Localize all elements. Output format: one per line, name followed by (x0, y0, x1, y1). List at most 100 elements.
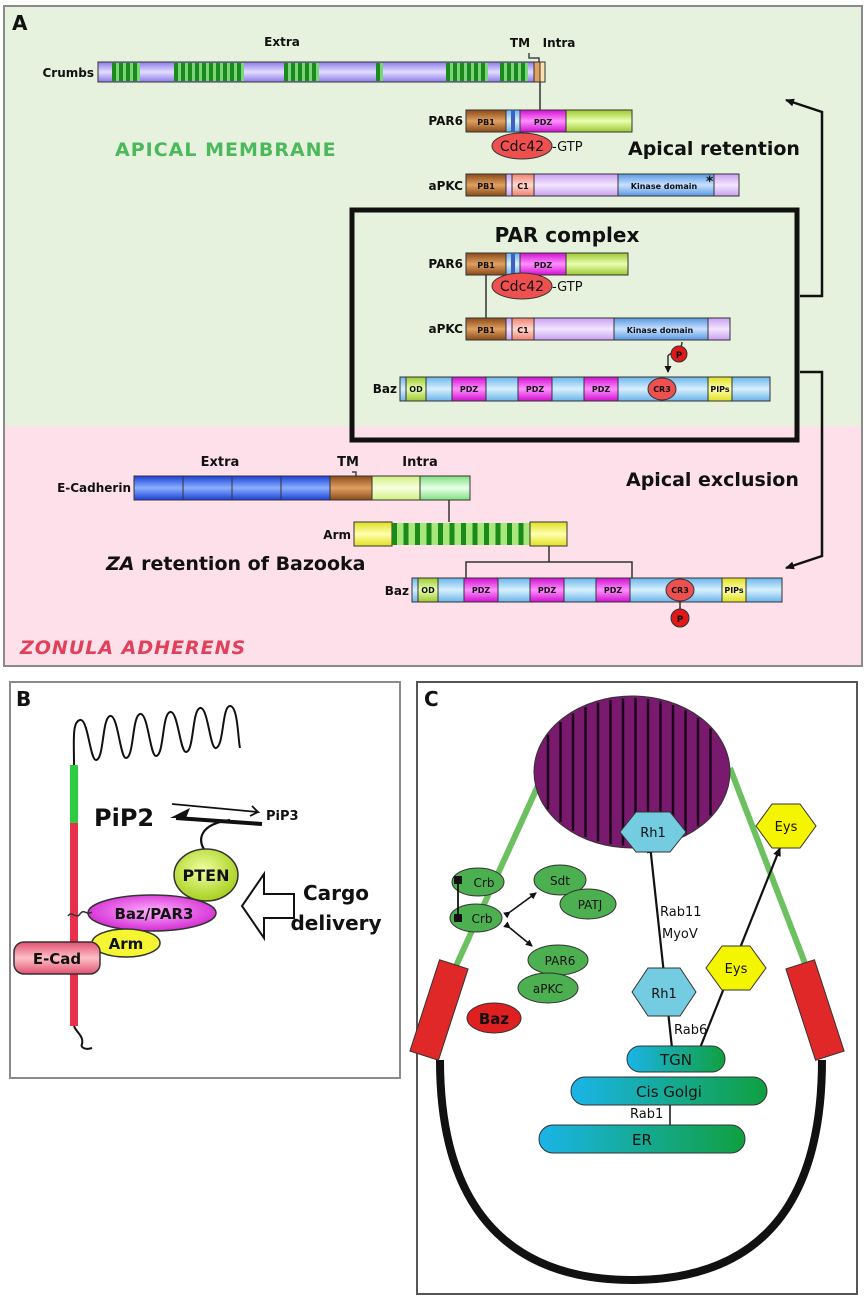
baz-bottom-pips-label: PIPs (724, 586, 744, 595)
egf-repeat (460, 63, 464, 81)
panel-a-letter: A (12, 11, 28, 35)
arm-repeat (392, 523, 397, 545)
egf-repeat-highlight (288, 63, 291, 81)
egf-repeat (298, 63, 302, 81)
intracellular-segment (70, 823, 78, 1026)
arm-repeat (484, 523, 489, 545)
za-retention-rest: retention of Bazooka (134, 553, 365, 575)
tgn-organelle (626, 1045, 726, 1073)
crb-dimer-cap-top (454, 876, 462, 884)
arm-repeat (426, 523, 432, 545)
ecad-tm-label: TM (337, 455, 359, 470)
ecad-label-b: E-Cad (33, 950, 81, 968)
pip3-to-pip2-arrowhead (170, 808, 190, 818)
apkc-complex-ctail (707, 317, 731, 341)
egf-repeat-highlight (457, 63, 460, 81)
cargo-delivery-arrow (240, 870, 295, 942)
baz-complex-pdz1 (451, 376, 487, 402)
arm-repeat-highlight (500, 523, 507, 545)
par6-top-ctail (565, 109, 633, 133)
ecad-cadherin-repeat-4 (280, 475, 331, 501)
apkc-top-hinge (533, 173, 619, 197)
par6-top-pb1-label: PB1 (477, 118, 495, 127)
ecad-cadherin-repeat-1 (133, 475, 184, 501)
egf-repeat-highlight (485, 63, 488, 81)
egf-repeat (500, 63, 504, 81)
egf-repeat (230, 63, 234, 81)
egf-repeat (202, 63, 206, 81)
ecad-protein-b (13, 941, 101, 975)
eys-mid-label: Eys (725, 962, 748, 977)
egf-repeat-highlight (123, 63, 126, 81)
pten-label: PTEN (183, 866, 230, 885)
cargo-label-line2: delivery (290, 911, 381, 935)
cdc42-top-shape (491, 132, 553, 160)
zonula-adherens-region (4, 426, 862, 666)
baz-bottom-od (417, 577, 439, 603)
cis-golgi-organelle (570, 1076, 768, 1106)
crumbs-intracellular (539, 61, 546, 83)
zonula-adherens-label: ZONULA ADHERENS (19, 637, 246, 659)
arm-repeats (392, 523, 530, 545)
egf-repeat-highlight (295, 63, 298, 81)
baz-complex-pdz2-label: PDZ (526, 385, 545, 394)
apkc-complex-hinge (533, 317, 615, 341)
apical-membrane-label: APICAL MEMBRANE (115, 139, 337, 161)
rh1-hexagon-mid (631, 967, 697, 1017)
arm-repeat-highlight (420, 523, 427, 545)
par6-complex-pb1-label: PB1 (477, 261, 495, 270)
rab6-label: Rab6 (674, 1023, 707, 1038)
panel-b-letter: B (16, 687, 31, 711)
baz-bottom-cr3-label: CR3 (671, 586, 689, 595)
egf-repeat (507, 63, 511, 81)
patj-protein (559, 888, 617, 920)
par6-top-linker-stripe (511, 110, 515, 132)
egf-repeat (481, 63, 485, 81)
panel-a-border (3, 5, 863, 667)
rh1-mid-label: Rh1 (651, 987, 677, 1002)
er-label: ER (632, 1131, 652, 1149)
egf-repeat-highlight (471, 63, 474, 81)
arm-repeat (438, 523, 443, 545)
egf-repeat-highlight (241, 63, 244, 81)
baz-complex-pdz1-label: PDZ (460, 385, 479, 394)
egf-repeat (312, 63, 316, 81)
egf-repeat (181, 63, 185, 81)
par6-label-c: PAR6 (545, 954, 576, 968)
egf-repeat-highlight (478, 63, 481, 81)
apkc-top-star: * (706, 174, 714, 190)
egf-repeat-highlight (464, 63, 467, 81)
arm-baz-bracket (465, 561, 633, 578)
rh1-hexagon-top (619, 811, 687, 853)
egf-repeat-highlight (213, 63, 216, 81)
apkc-top-kinase-label: Kinase domain (631, 182, 698, 191)
par6-top-label: PAR6 (428, 114, 463, 128)
ecad-extra-label: Extra (201, 455, 240, 470)
arm-repeat-highlight (512, 523, 519, 545)
arm-repeat-highlight (408, 523, 415, 545)
phosphate-bottom-label: P (677, 615, 684, 625)
arm-repeat (495, 523, 501, 545)
par-complex-title: PAR complex (495, 223, 640, 247)
baz-bottom-pdz2 (529, 577, 565, 603)
egf-repeat-highlight (316, 63, 319, 81)
arm-repeat-highlight (431, 523, 438, 545)
zonula-adherens-left (409, 959, 469, 1061)
baz-complex-cr3-label: CR3 (653, 385, 671, 394)
rhabdomere (533, 695, 731, 849)
egf-repeat-highlight (199, 63, 202, 81)
baz-complex-pdz3 (583, 376, 619, 402)
egf-repeat-highlight (227, 63, 230, 81)
par6-complex-ctail (565, 252, 629, 276)
apkc-top: aPKC PB1 C1 Kinase domain * (429, 173, 740, 197)
par6-complex-pdz-label: PDZ (534, 261, 553, 270)
baz-complex-od-label: OD (409, 385, 423, 394)
egf-repeat (376, 63, 380, 81)
egf-repeat-highlight (309, 63, 312, 81)
ecad-transmembrane (329, 475, 373, 501)
arm-n-term (353, 521, 393, 547)
za-retention-italic: ZA (105, 553, 134, 575)
baz-complex-od (405, 376, 427, 402)
egf-repeat (216, 63, 220, 81)
patj-label: PATJ (578, 898, 603, 912)
